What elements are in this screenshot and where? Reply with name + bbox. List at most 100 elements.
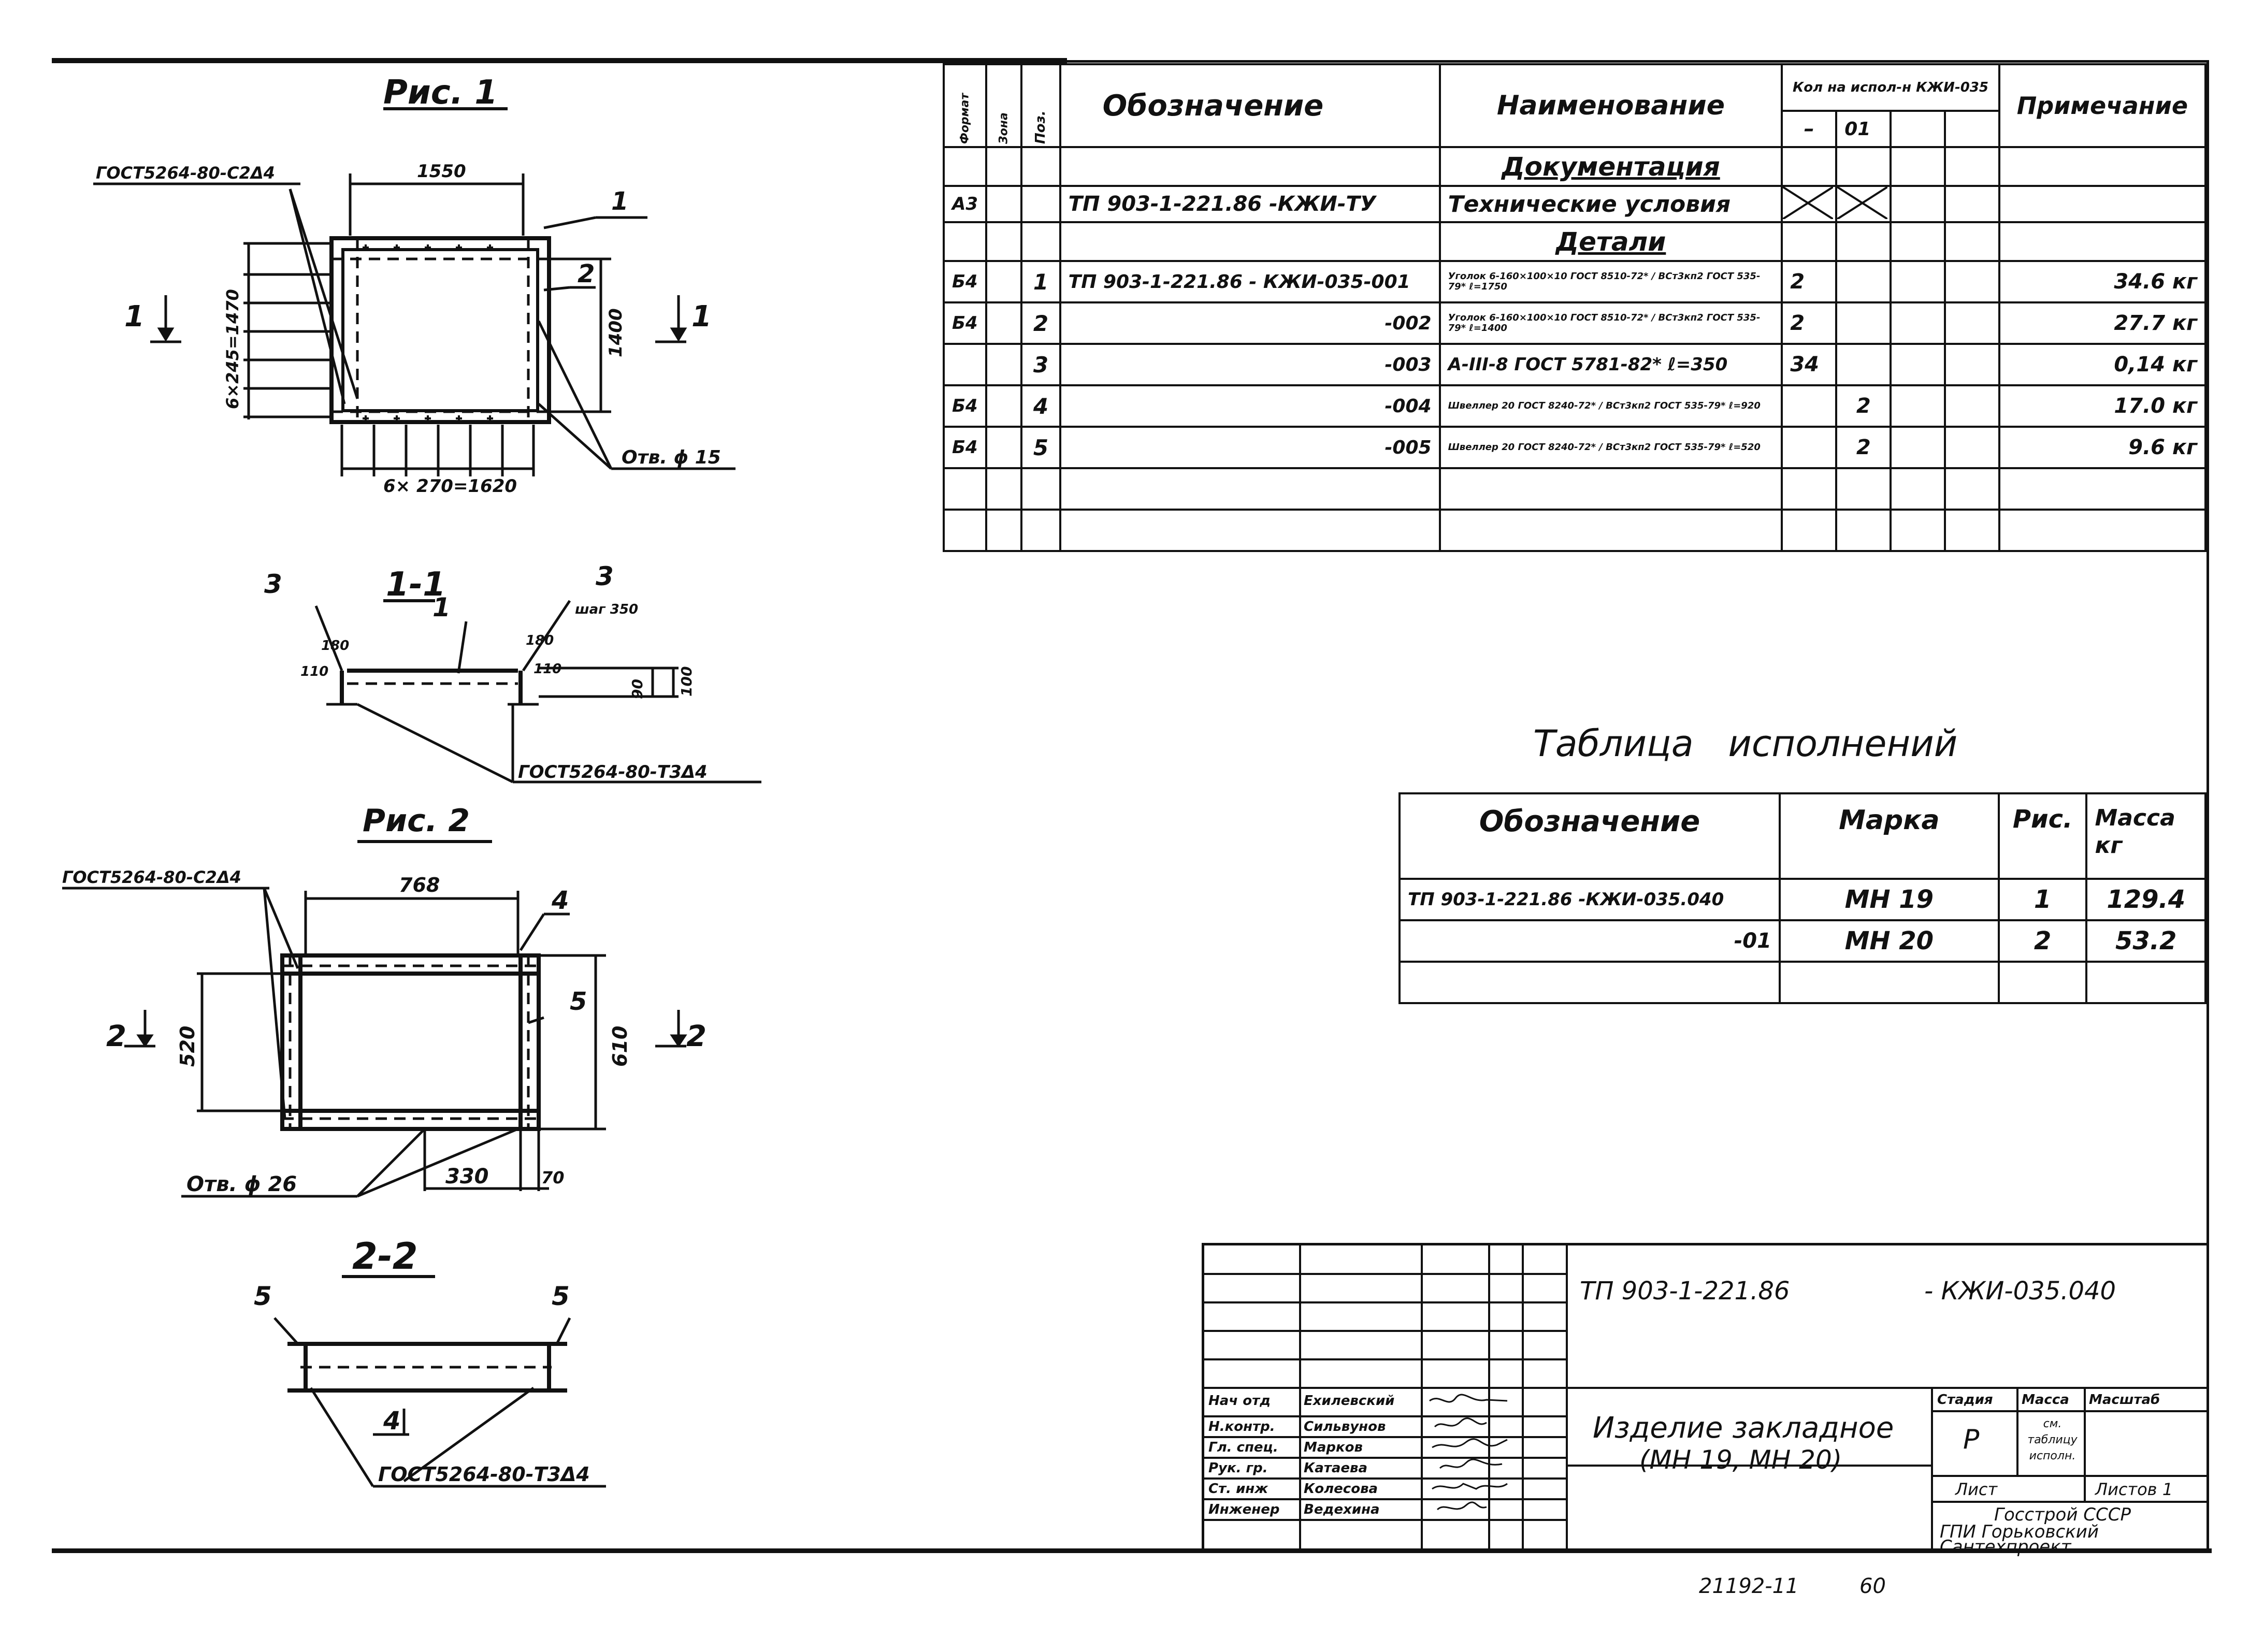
row0-designation: ТП 903-1-221.86 -КЖИ-ТУ [1059,185,1441,223]
fig2-hole-label: Отв. ϕ 26 [186,1172,297,1196]
fig1-section-mark-right: 1 [691,300,712,334]
section22-callout-4: 4 [383,1407,400,1436]
section11-100: 100 [678,666,695,697]
col-header-name: Наименование [1438,63,1783,148]
fig1-callout-2: 2 [578,259,595,288]
table-row: 3 -003 А-III-8 ГОСТ 5781-82* ℓ=350 34 0,… [943,343,2207,386]
scale-label: Масштаб [2089,1392,2160,1408]
stage-label: Стадия [1937,1392,1993,1408]
row3-name: А-III-8 ГОСТ 5781-82* ℓ=350 [1438,343,1783,386]
row2-format: Б4 [943,301,987,345]
fig2-weld-label: ГОСТ5264-80-С2Δ4 [62,867,241,887]
fig2-dim-right: 610 [609,1026,631,1067]
row1-name: Уголок 6-160×100×10 ГОСТ 8510-72* / ВСт3… [1438,260,1783,303]
stage-value: Р [1963,1424,1980,1455]
fig2-dim-70: 70 [541,1168,565,1187]
fig1-dim-right: 1400 [605,308,626,357]
exec-header-designation: Обозначение [1398,792,1781,880]
fig2-callout-5: 5 [570,987,587,1016]
row1-designation: ТП 903-1-221.86 - КЖИ-035-001 [1059,260,1441,303]
fig1-dim-top: 1550 [417,161,466,182]
exec-row1-mass: 53.2 [2085,919,2207,963]
exec-header-mark: Марка [1778,792,2000,880]
section11-110-right: 110 [533,661,561,677]
fig1-weld-label: ГОСТ5264-80-С2Δ4 [96,163,275,183]
fig1-dim-bottom: 6× 270=1620 [383,476,517,497]
product-title-line2: (МН 19, МН 20) [1639,1445,1842,1475]
section11-callout-3-left: 3 [264,569,282,599]
inventory-number: 21192-11 [1699,1574,1799,1598]
top-frame-line-right [1067,60,2207,63]
row2-name: Уголок 6-160×100×10 ГОСТ 8510-72* / ВСт3… [1438,301,1783,345]
product-title-line1: Изделие закладное [1593,1411,1894,1445]
right-frame-line [2207,60,2209,1552]
row3-q2 [1835,343,1892,386]
row0-name: Технические условия [1438,185,1783,223]
sig-role-4: Ст. инж [1208,1481,1268,1497]
section22-callout-5-left: 5 [254,1281,272,1311]
org-line1: Госстрой СССР [1994,1504,2131,1525]
exec-row0-mark: МН 19 [1778,878,2000,921]
row5-name: Швеллер 20 ГОСТ 8240-72* / ВСт3кп2 ГОСТ … [1438,426,1783,469]
fig2-section-mark-right: 2 [686,1020,706,1053]
fig2-dim-left: 520 [176,1026,199,1067]
exec-row1-fig: 2 [1997,919,2088,963]
handwritten-signatures [1429,1394,1508,1511]
section11-180-right: 180 [526,633,554,648]
sig-role-3: Рук. гр. [1208,1460,1268,1476]
col-header-pos: Поз. [1021,64,1060,147]
fig2-callout-4: 4 [551,886,569,915]
crossed-cell [1781,185,1838,223]
row3-note: 0,14 кг [1998,343,2207,386]
row2-note: 27.7 кг [1998,301,2207,345]
org-line3: Сантехпроект [1940,1537,2071,1557]
section11-step: шаг 350 [575,602,638,617]
section11-110-left: 110 [300,664,328,679]
table-row: Б4 4 -004 Швеллер 20 ГОСТ 8240-72* / ВСт… [943,384,2207,428]
row2-pos: 2 [1020,301,1061,345]
row3-designation: -003 [1059,343,1441,386]
col-header-note: Примечание [1998,63,2207,148]
row3-format [943,343,987,386]
top-frame-line [52,58,1067,63]
sig-name-5: Ведехина [1304,1502,1380,1517]
col-header-qty-01: 01 [1835,110,1892,148]
row4-q1 [1781,384,1838,428]
row1-q1: 2 [1781,260,1838,303]
row4-note: 17.0 кг [1998,384,2207,428]
row1-q2 [1835,260,1892,303]
col-header-zone: Зона [986,64,1022,147]
section22-title: 2-2 [352,1235,417,1278]
exec-table-title: Таблица исполнений [1533,722,1958,765]
title-block-grid [1204,1245,2207,1548]
section11-callout-3-right: 3 [596,561,614,591]
sig-name-4: Колесова [1304,1481,1378,1497]
table-row: Б4 1 ТП 903-1-221.86 - КЖИ-035-001 Уголо… [943,260,2207,303]
sheet-label: Лист [1955,1480,1998,1499]
row4-designation: -004 [1059,384,1441,428]
bottom-frame-line [52,1548,2212,1553]
sig-role-0: Нач отд [1208,1393,1271,1409]
row4-name: Швеллер 20 ГОСТ 8240-72* / ВСт3кп2 ГОСТ … [1438,384,1783,428]
sig-role-1: Н.контр. [1208,1419,1275,1434]
row0-format: А3 [943,185,987,223]
sig-role-2: Гл. спец. [1208,1440,1278,1455]
col-header-qty-group: Кол на испол-н КЖИ-035 [1781,63,2000,112]
executions-table: Обозначение Марка Рис. Масса кг ТП 903-1… [1398,792,2207,1004]
sheets-label: Листов 1 [2095,1480,2173,1499]
drawings-canvas: Рис. 1 ГОСТ5264-80-С2Δ4 1550 1400 6×245=… [62,74,761,1488]
row1-format: Б4 [943,260,987,303]
row5-pos: 5 [1020,426,1061,469]
fig2-dim-330: 330 [445,1165,489,1189]
row2-designation: -002 [1059,301,1441,345]
section11-title: 1-1 [386,566,446,604]
row4-format: Б4 [943,384,987,428]
table-row: -01 МН 20 2 53.2 [1398,919,2207,963]
doc-suffix: - КЖИ-035.040 [1924,1277,2116,1306]
row2-q2 [1835,301,1892,345]
table-row: ТП 903-1-221.86 -КЖИ-035.040 МН 19 1 129… [1398,878,2207,921]
col-header-qty-dash: – [1781,110,1838,148]
row4-pos: 4 [1020,384,1061,428]
fig2-title: Рис. 2 [363,803,470,839]
exec-row1-designation: -01 [1398,919,1781,963]
